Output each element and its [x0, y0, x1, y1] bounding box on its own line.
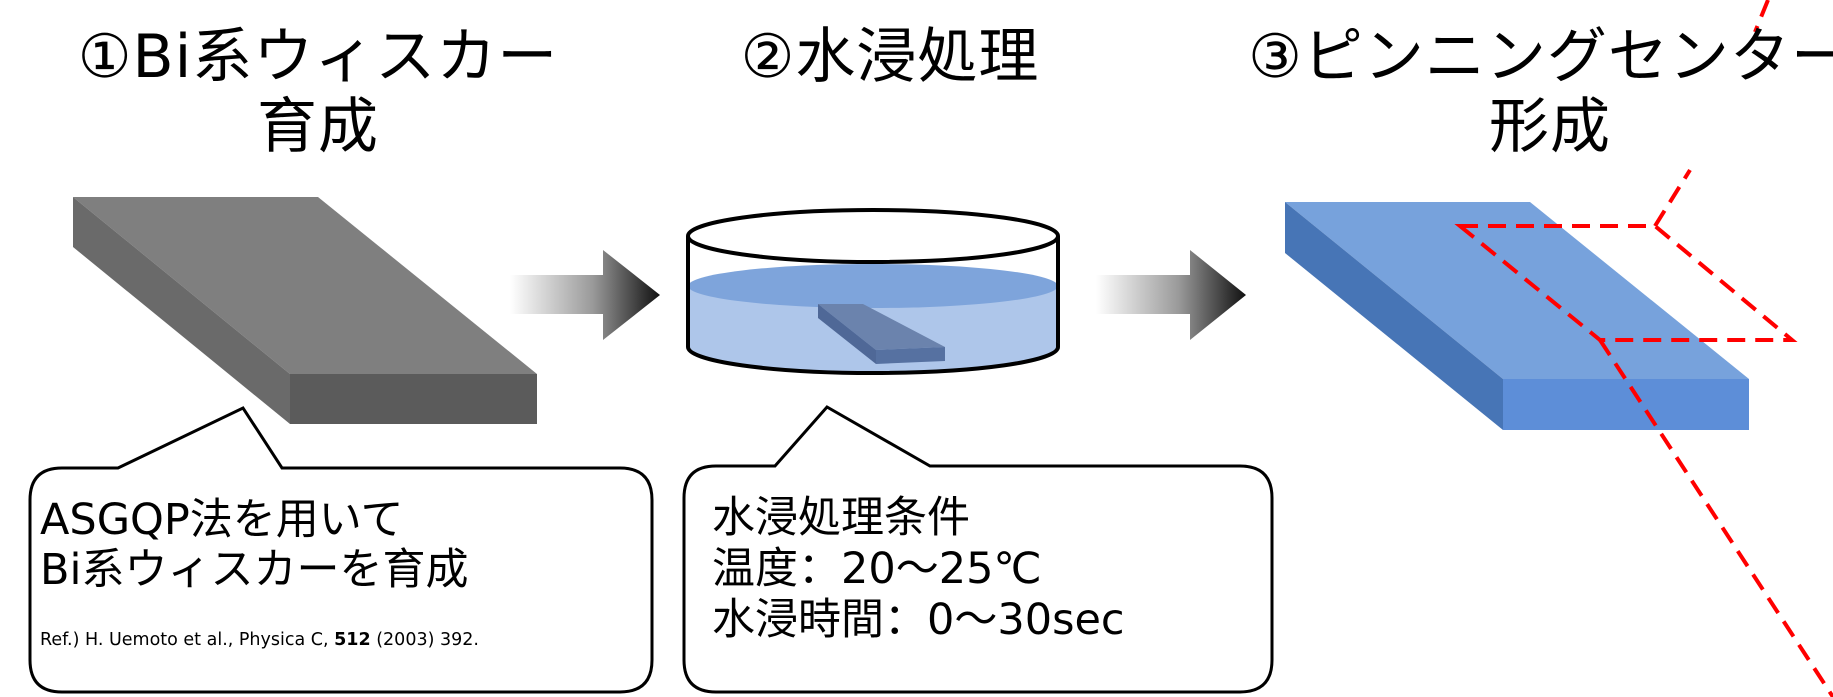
- callout-water-text: 水浸処理条件 温度：20～25℃ 水浸時間：0～30sec: [712, 493, 1125, 646]
- callout-growth-line2: Bi系ウィスカーを育成: [40, 545, 469, 595]
- whisker-block-top: [73, 197, 537, 374]
- callout-water-line2: 温度：20～25℃: [712, 544, 1042, 594]
- treated-block-front: [1503, 379, 1749, 430]
- right-arrow-icon: [510, 250, 660, 340]
- treated-block-top: [1285, 202, 1749, 379]
- callout-water-line3: 水浸時間：0～30sec: [712, 595, 1125, 645]
- step-3-title-line1: ③ピンニングセンター: [1248, 22, 1833, 92]
- callout-growth-line1: ASGQP法を用いて: [40, 495, 404, 545]
- water-dish: [686, 208, 1060, 375]
- submerged-whisker: [818, 304, 945, 364]
- step-1-title: ①Bi系ウィスカー 育成: [28, 22, 608, 162]
- reference-volume: 512: [334, 630, 371, 650]
- callout-bubble-growth: [28, 406, 654, 694]
- callout-water-line1: 水浸処理条件: [712, 493, 970, 543]
- whisker-block: [73, 197, 537, 424]
- treated-block-left-side: [1285, 202, 1503, 430]
- step-2-title-line1: ②水浸処理: [740, 22, 1040, 92]
- whisker-block-front: [290, 374, 537, 424]
- step-2-title: ②水浸処理: [690, 22, 1090, 92]
- step-3-title-line2: 形成: [1489, 92, 1611, 162]
- right-arrow-icon: [1096, 250, 1246, 340]
- step-3-title: ③ピンニングセンター 形成: [1140, 22, 1833, 162]
- reference-citation: Ref.) H. Uemoto et al., Physica C, 512 (…: [40, 630, 479, 650]
- step-1-title-line1: ①Bi系ウィスカー: [77, 22, 559, 92]
- dish-rim: [686, 208, 1060, 264]
- zoom-outline: [1454, 0, 1833, 697]
- water-surface: [688, 264, 1058, 308]
- step-1-title-line2: 育成: [257, 92, 379, 162]
- whisker-block-left-side: [73, 197, 290, 424]
- reference-suffix: (2003) 392.: [370, 630, 479, 650]
- callout-bubble-water: [682, 405, 1274, 694]
- callout-growth-text: ASGQP法を用いて Bi系ウィスカーを育成: [40, 495, 468, 595]
- treated-whisker-block: [1285, 202, 1749, 430]
- reference-prefix: Ref.) H. Uemoto et al., Physica C,: [40, 630, 335, 650]
